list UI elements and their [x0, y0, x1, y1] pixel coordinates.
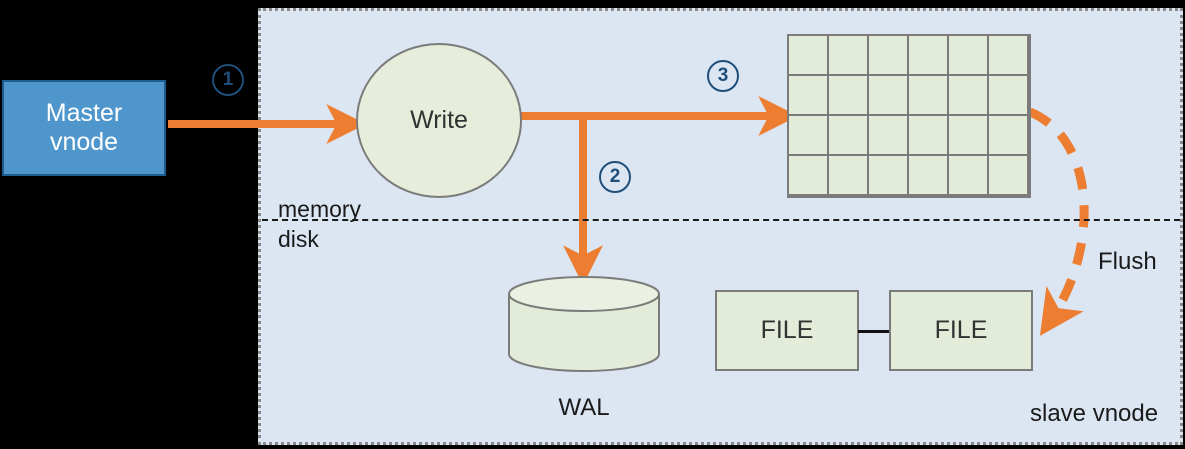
- grid-cell: [829, 156, 869, 196]
- grid-cell: [829, 116, 869, 156]
- grid-cell: [789, 116, 829, 156]
- wal-label: WAL: [558, 394, 610, 421]
- file-connector-line: [858, 330, 890, 333]
- disk-tier-label: disk: [278, 226, 319, 252]
- grid-cell: [869, 116, 909, 156]
- wal-cylinder[interactable]: [508, 276, 660, 372]
- grid-cell: [949, 156, 989, 196]
- step-number-1: 1: [212, 64, 244, 96]
- file-box-1[interactable]: FILE: [715, 290, 859, 371]
- grid-cell: [829, 76, 869, 116]
- grid-cell: [869, 36, 909, 76]
- grid-cell: [829, 36, 869, 76]
- step-number-3: 3: [707, 60, 739, 92]
- grid-cell: [869, 76, 909, 116]
- grid-cell: [989, 76, 1029, 116]
- grid-cell: [789, 76, 829, 116]
- write-node[interactable]: Write: [356, 43, 522, 198]
- grid-cell: [909, 156, 949, 196]
- memory-table-grid[interactable]: [787, 34, 1031, 198]
- grid-cell: [869, 156, 909, 196]
- grid-cell: [789, 36, 829, 76]
- grid-cell: [909, 76, 949, 116]
- grid-cell: [949, 36, 989, 76]
- grid-cell: [909, 36, 949, 76]
- memory-tier-label: memory: [278, 196, 362, 222]
- grid-cell: [989, 36, 1029, 76]
- grid-cell: [989, 116, 1029, 156]
- grid-cell: [949, 76, 989, 116]
- grid-cell: [789, 156, 829, 196]
- flush-label: Flush: [1098, 248, 1157, 275]
- memory-disk-divider: [262, 219, 1180, 221]
- file-box-2[interactable]: FILE: [889, 290, 1033, 371]
- grid-cell: [909, 116, 949, 156]
- grid-cell: [989, 156, 1029, 196]
- master-vnode-box[interactable]: Master vnode: [2, 80, 166, 176]
- slave-vnode-label: slave vnode: [1030, 400, 1159, 427]
- step-number-2: 2: [599, 161, 631, 193]
- grid-cell: [949, 116, 989, 156]
